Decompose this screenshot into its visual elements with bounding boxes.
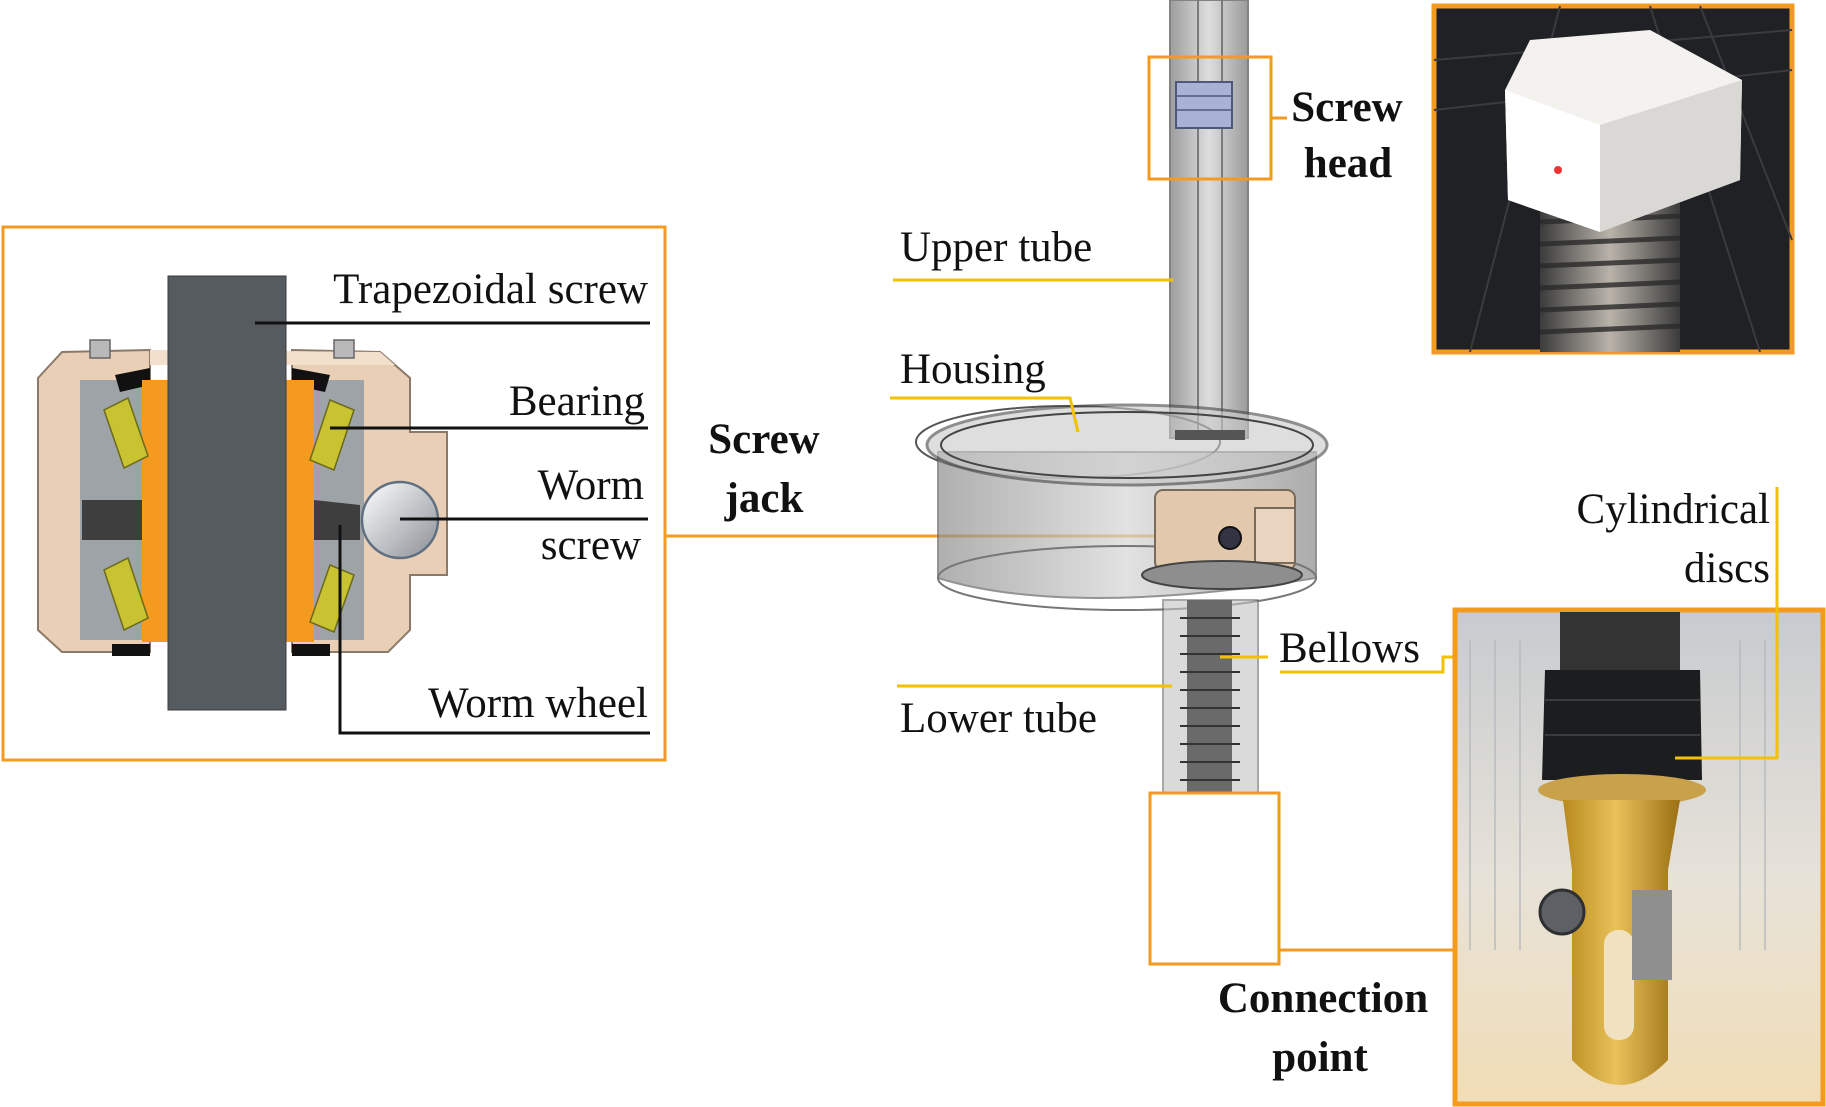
connection-point-photo-icon bbox=[1452, 607, 1826, 1107]
label-connection-line2: point bbox=[1272, 1034, 1368, 1081]
leader-housing bbox=[890, 396, 1080, 433]
label-connection-line1: Connection bbox=[1218, 975, 1428, 1022]
label-worm-line2: screw bbox=[541, 522, 641, 569]
connection-point-frame bbox=[1148, 791, 1281, 966]
screw-jack-assembly-icon bbox=[915, 0, 1329, 823]
label-cylindrical-line2: discs bbox=[1684, 545, 1770, 592]
cutaway-panel: Trapezoidal screw Bearing Worm screw Wor… bbox=[1, 225, 667, 762]
bellows-rings bbox=[1180, 617, 1240, 815]
leader-cylindrical-discs bbox=[1675, 487, 1779, 760]
label-screw-jack-line1: Screw bbox=[708, 416, 819, 463]
label-worm-wheel: Worm wheel bbox=[428, 680, 648, 727]
label-bellows: Bellows bbox=[1279, 625, 1420, 672]
label-housing: Housing bbox=[900, 346, 1046, 393]
label-bearing: Bearing bbox=[509, 378, 645, 425]
label-lower-tube: Lower tube bbox=[900, 695, 1097, 742]
label-screw-jack-line2: jack bbox=[724, 475, 804, 522]
screw-jack-cutaway-icon bbox=[37, 275, 448, 711]
screw-head-photo-icon bbox=[1431, 3, 1795, 355]
label-worm-line1: Worm bbox=[538, 462, 644, 509]
label-screw-head-line1: Screw bbox=[1291, 84, 1402, 131]
leader-worm-wheel bbox=[338, 525, 650, 735]
label-cylindrical-line1: Cylindrical bbox=[1577, 486, 1771, 533]
label-screw-head-line2: head bbox=[1304, 140, 1393, 187]
label-upper-tube: Upper tube bbox=[900, 224, 1092, 271]
label-trapezoidal-screw: Trapezoidal screw bbox=[333, 266, 648, 313]
